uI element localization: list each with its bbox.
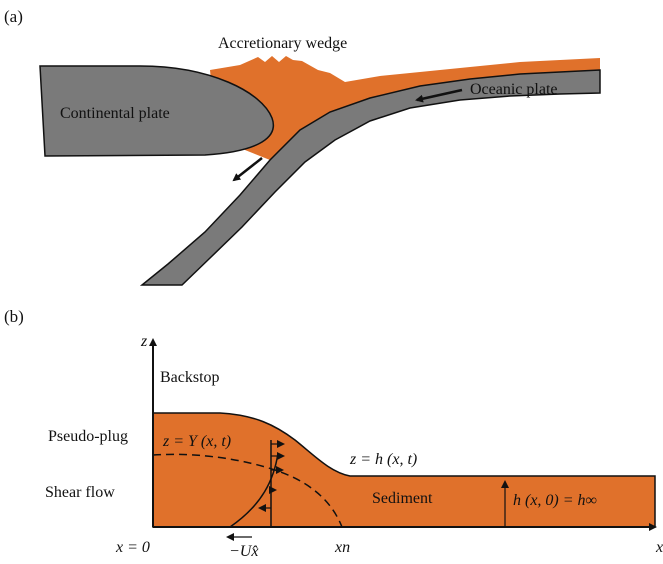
accretionary-wedge-label: Accretionary wedge (218, 35, 347, 52)
backstop-label: Backstop (160, 369, 220, 386)
surface-height-label: z = h (x, t) (349, 451, 417, 468)
z-axis-label: z (140, 333, 148, 350)
origin-label: x = 0 (115, 539, 150, 556)
sediment-label: Sediment (372, 490, 433, 507)
velocity-profile-curve (229, 452, 279, 528)
shear-flow-label: Shear flow (45, 484, 115, 501)
panel-b-label: (b) (4, 307, 24, 326)
pseudo-plug-label: Pseudo-plug (48, 428, 128, 445)
sediment-body (152, 412, 656, 528)
panel-a-label: (a) (4, 7, 23, 26)
continental-plate-shape (39, 65, 275, 157)
far-field-height-label: h (x, 0) = h∞ (513, 492, 597, 509)
subduction-arrow (232, 157, 263, 182)
velocity-label: −Ux̂ (229, 543, 258, 560)
oceanic-plate-shape (139, 69, 601, 286)
x-axis-label: x (655, 539, 663, 556)
continental-plate-label: Continental plate (60, 105, 170, 122)
accretionary-wedge-shape (210, 56, 600, 160)
yield-surface-label: z = Y (x, t) (162, 433, 231, 450)
oceanic-plate-label: Oceanic plate (470, 81, 558, 98)
xn-label: xn (334, 539, 350, 556)
oceanic-plate-arrow (415, 88, 463, 103)
